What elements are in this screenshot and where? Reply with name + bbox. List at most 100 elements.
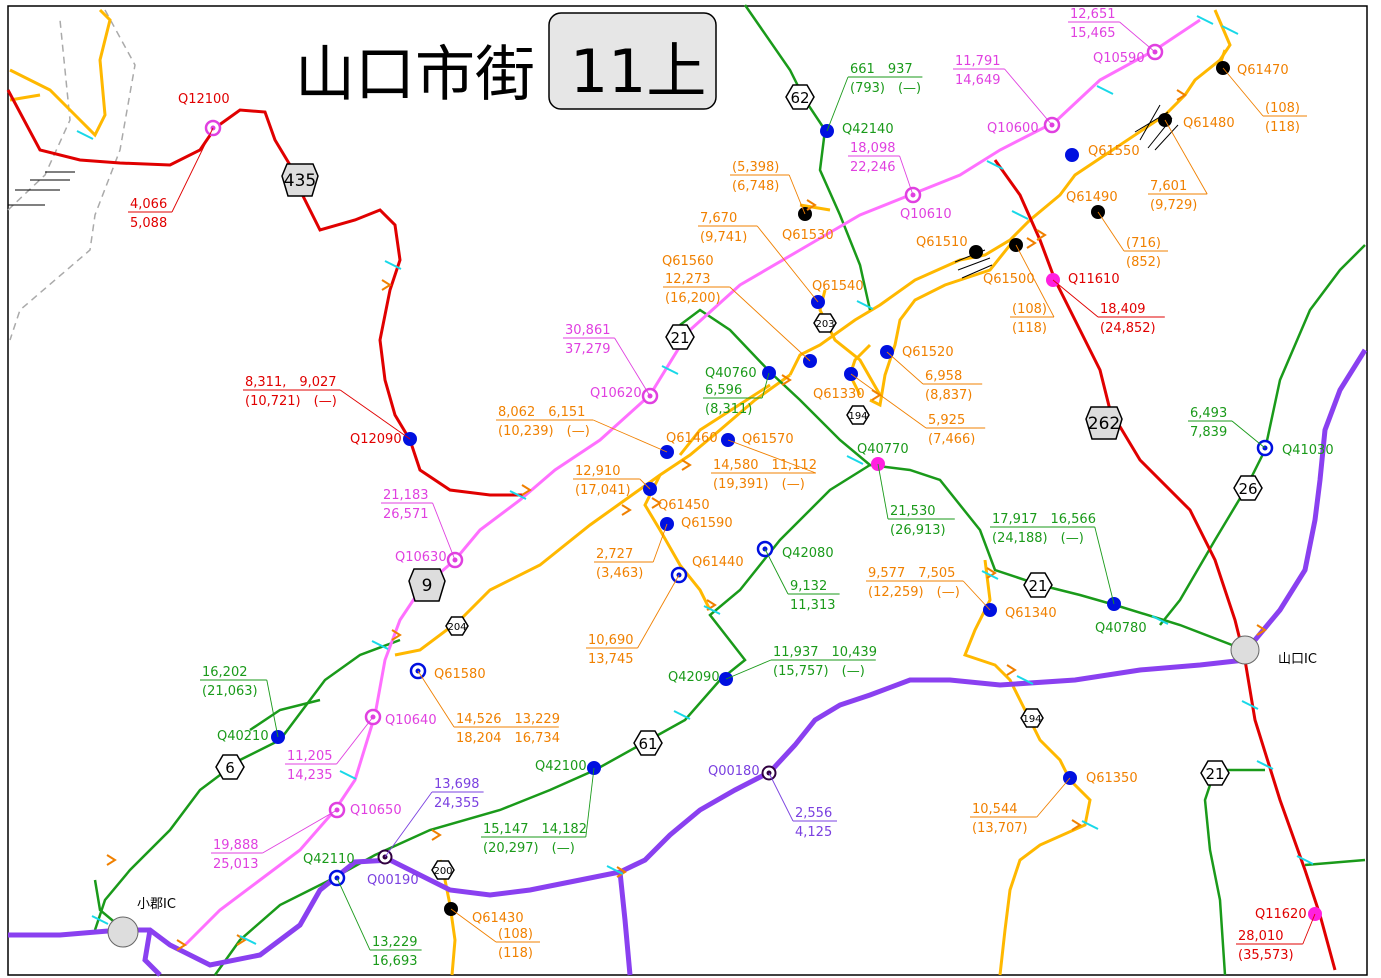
count-current: 21,183: [383, 488, 429, 503]
count-current: 18,098: [850, 141, 896, 156]
count-current: 12,651: [1070, 7, 1116, 22]
count-previous: (10,721) (—): [245, 394, 337, 409]
count-previous: (8,311): [705, 402, 752, 417]
station-id: Q61510: [916, 235, 968, 250]
station-id: Q42080: [782, 546, 834, 561]
count-previous: 5,088: [130, 216, 167, 231]
interchange-marker[interactable]: [107, 916, 139, 948]
count-previous: 4,125: [795, 825, 832, 840]
station-q61510[interactable]: Q61510: [916, 235, 983, 259]
count-current: 2,556: [795, 806, 832, 821]
route-shield: 6: [215, 754, 245, 780]
station-id: Q10620: [590, 386, 642, 401]
count-current: 30,861: [565, 323, 611, 338]
interchange-marker[interactable]: [1230, 635, 1260, 665]
count-previous: (15,757) (—): [773, 664, 865, 679]
count-current: 661 937: [850, 62, 913, 77]
count-previous: (9,729): [1150, 198, 1197, 213]
station-id: Q61440: [692, 555, 744, 570]
station-q61500[interactable]: Q61500(108)(118): [983, 238, 1055, 336]
route-number: 262: [1088, 414, 1120, 434]
station-q61550[interactable]: Q61550: [1065, 144, 1140, 162]
station-id: Q61570: [742, 432, 794, 447]
count-previous: 18,204 16,734: [456, 731, 560, 746]
route-number: 21: [1205, 765, 1224, 783]
route-shield: 194: [1020, 708, 1044, 728]
route-shield: 194: [846, 405, 870, 425]
station-q61530[interactable]: Q61530(5,398)(6,748): [730, 160, 834, 243]
route-shield: 200: [431, 860, 455, 880]
station-id: Q61500: [983, 272, 1035, 287]
count-previous: (6,748): [732, 179, 779, 194]
count-previous: 22,246: [850, 160, 896, 175]
count-previous: (118): [1012, 321, 1047, 336]
route-number: 203: [815, 319, 834, 330]
count-previous: 24,355: [434, 796, 480, 811]
station-marker[interactable]: [1065, 148, 1079, 162]
station-id: Q61470: [1237, 63, 1289, 78]
count-current: 11,205: [287, 749, 333, 764]
station-q61430[interactable]: Q61430(108)(118): [444, 902, 540, 961]
station-id: Q10630: [395, 550, 447, 565]
count-current: 8,311, 9,027: [245, 375, 337, 390]
route-number: 200: [433, 866, 452, 877]
station-id: Q61330: [813, 387, 865, 402]
count-current: 11,937 10,439: [773, 645, 877, 660]
count-current: 4,066: [130, 197, 167, 212]
count-previous: 16,693: [372, 954, 418, 969]
count-current: 9,577 7,505: [868, 566, 955, 581]
station-q61490[interactable]: Q61490(716)(852): [1066, 190, 1168, 270]
station-q61470[interactable]: Q61470(108)(118): [1216, 61, 1307, 135]
station-marker[interactable]: [969, 245, 983, 259]
count-previous: (793) (—): [850, 81, 921, 96]
count-previous: 11,313: [790, 598, 836, 613]
route-number: 435: [284, 171, 316, 191]
station-id: Q61350: [1086, 771, 1138, 786]
station-q00180[interactable]: Q00180 2,556 4,125: [708, 764, 837, 840]
count-current: 13,698: [434, 777, 480, 792]
count-current: 6,958: [925, 369, 962, 384]
station-id: Q42100: [535, 759, 587, 774]
station-id: Q61520: [902, 345, 954, 360]
station-id: Q10650: [350, 803, 402, 818]
station-id: Q00180: [708, 764, 760, 779]
count-previous: (24,188) (—): [992, 531, 1084, 546]
count-current: 14,526 13,229: [456, 712, 560, 727]
